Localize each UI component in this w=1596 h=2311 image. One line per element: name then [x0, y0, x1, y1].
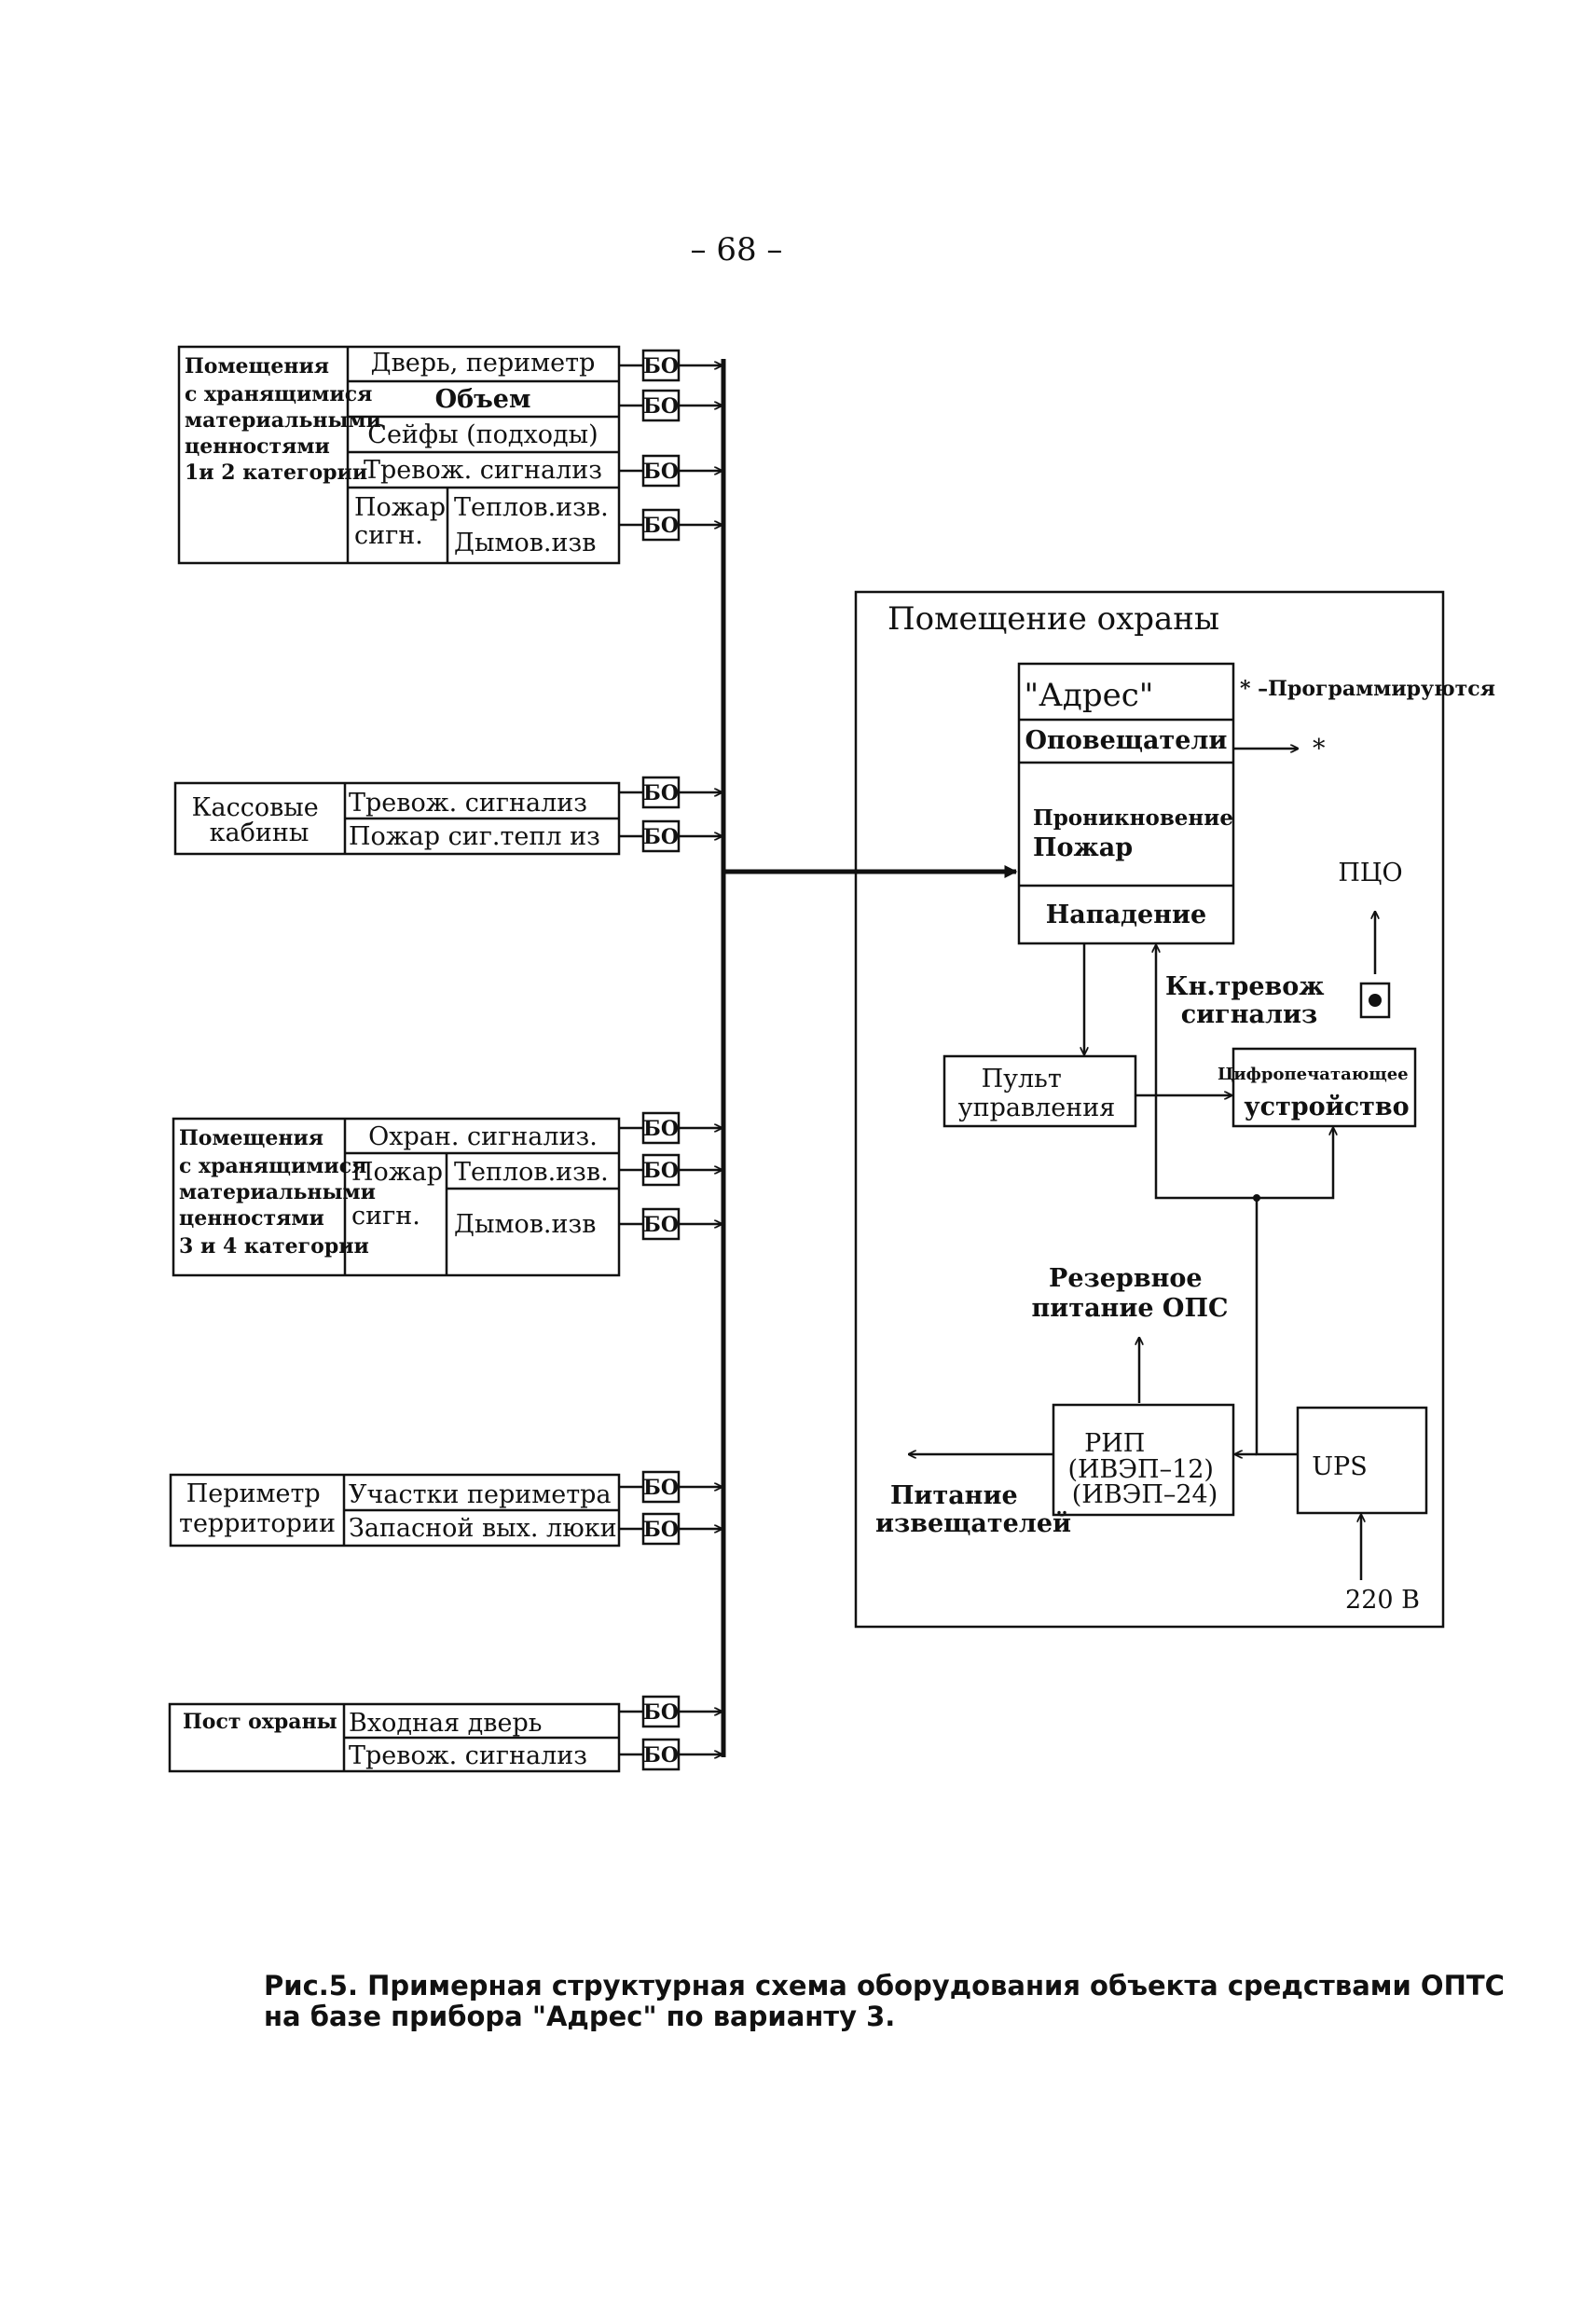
power-to-adres-line: [1156, 945, 1257, 1200]
g1-fire-signal-label: Пожар сигн.: [354, 493, 454, 550]
group-cash-booths: Кассовые кабины Тревож. сигнализ Пожар с…: [173, 781, 621, 856]
ups-block: [1296, 1406, 1428, 1515]
group-1-frame: [177, 345, 621, 565]
bo-label: БО: [643, 1743, 679, 1768]
g5-row-entrance-door: Входная дверь: [349, 1709, 542, 1738]
group-1-title: Помещения с хранящимися материальными це…: [185, 354, 389, 485]
g1-row-door-perimeter: Дверь, периметр: [371, 349, 596, 378]
g2-row-fire-heat: Пожар сиг.тепл из: [349, 822, 600, 851]
ups-label: UPS: [1312, 1452, 1367, 1481]
g4-row-perimeter-sections: Участки периметра: [349, 1480, 612, 1509]
bo-block: БО: [619, 349, 722, 382]
programmable-note: * –Программируются: [1240, 677, 1495, 701]
bo-label: БО: [643, 825, 679, 849]
bo-blocks: БО БО БО БО БО БО БО БО БО БО БО БО БО: [619, 349, 722, 1771]
adres-notifiers-section: Оповещатели: [1025, 726, 1228, 755]
power-to-printer-line: [1257, 1128, 1333, 1200]
bo-block: БО: [619, 389, 722, 422]
bo-label: БО: [643, 514, 679, 538]
pco-label: ПЦО: [1338, 859, 1402, 887]
bo-block: БО: [619, 454, 722, 488]
alarm-button-label: Кн.тревож сигнализ: [1165, 972, 1333, 1029]
adres-device-name: "Адрес": [1025, 677, 1154, 714]
g4-row-emergency-exits: Запасной вых. люки: [349, 1514, 617, 1543]
g3-heat-detector: Теплов.изв.: [454, 1158, 609, 1187]
bo-block: БО: [619, 1695, 722, 1728]
detector-power-label: Питание извещателей: [875, 1481, 1071, 1538]
control-panel-block: [942, 1054, 1137, 1128]
g3-smoke-detector: Дымов.изв: [454, 1210, 596, 1239]
bo-block: БО: [619, 1153, 722, 1187]
g1-row-volume: Объем: [435, 385, 531, 414]
group-3-title: Помещения с хранящимися материальными це…: [179, 1126, 383, 1259]
adres-intrusion-fire-section: Проникновение Пожар: [1033, 803, 1242, 862]
figure-caption: Рис.5. Примерная структурная схема обору…: [264, 1970, 1514, 2032]
bo-block: БО: [619, 1738, 722, 1771]
guard-room-frame: [854, 590, 1445, 1629]
bo-block: БО: [619, 508, 722, 542]
adres-device-block: [1017, 662, 1235, 945]
g1-smoke-detector: Дымов.изв: [454, 529, 596, 557]
group-guard-post: Пост охраны Входная дверь Тревож. сигнал…: [168, 1702, 621, 1773]
bo-block: БО: [619, 776, 722, 809]
g1-row-alarm: Тревож. сигнализ: [364, 456, 602, 485]
group-premises-cat-1-2: Помещения с хранящимися материальными це…: [177, 345, 621, 565]
rip-label: РИП (ИВЭП–12) (ИВЭП–24): [1067, 1429, 1221, 1509]
g3-row-security-alarm: Охран. сигнализ.: [368, 1122, 598, 1151]
group-2-title: Кассовые кабины: [192, 793, 327, 847]
g3-fire-signal-label: Пожар сигн.: [351, 1158, 451, 1231]
bo-label: БО: [643, 1476, 679, 1500]
adres-attack-section: Нападение: [1046, 901, 1206, 929]
bo-label: БО: [643, 1700, 679, 1725]
group-territory-perimeter: Периметр территории Участки периметра За…: [169, 1473, 621, 1548]
guard-room-title: Помещение охраны: [887, 600, 1219, 638]
bo-label: БО: [643, 781, 679, 805]
control-panel-label: Пульт управления: [958, 1065, 1116, 1122]
rip-block: [1052, 1403, 1235, 1517]
bo-block: БО: [619, 1470, 722, 1504]
group-4-title: Периметр территории: [179, 1479, 336, 1538]
notifiers-asterisk: *: [1313, 735, 1326, 763]
bo-label: БО: [643, 1159, 679, 1183]
reserve-power-label: Резервное питание ОПС: [1032, 1264, 1229, 1323]
page-number: – 68 –: [691, 231, 783, 268]
group-3-frame: [172, 1117, 621, 1277]
printer-block: [1231, 1047, 1417, 1128]
group-premises-cat-3-4: Помещения с хранящимися материальными це…: [172, 1117, 621, 1277]
guard-room: Помещение охраны "Адрес" Оповещатели Про…: [854, 590, 1495, 1629]
bo-label: БО: [643, 1518, 679, 1542]
bo-label: БО: [643, 1117, 679, 1141]
bo-label: БО: [643, 1213, 679, 1237]
mains-label: 220 В: [1345, 1586, 1420, 1615]
alarm-button-icon: [1369, 994, 1382, 1007]
printer-label: Цифропечатающее устройство: [1218, 1057, 1417, 1121]
bo-block: БО: [619, 1512, 722, 1546]
g5-row-alarm: Тревож. сигнализ: [349, 1741, 587, 1770]
bo-label: БО: [643, 460, 679, 484]
g1-heat-detector: Теплов.изв.: [454, 493, 609, 522]
bo-block: БО: [619, 1111, 722, 1145]
bo-label: БО: [643, 394, 679, 419]
bo-label: БО: [643, 354, 679, 378]
g1-row-safes: Сейфы (подходы): [367, 420, 598, 449]
bo-block: БО: [619, 1207, 722, 1241]
ups-to-power-bus-line: [1255, 1198, 1298, 1456]
bo-block: БО: [619, 819, 722, 853]
alarm-button-box: [1359, 982, 1391, 1019]
g2-row-alarm: Тревож. сигнализ: [349, 789, 587, 818]
group-5-title: Пост охраны: [183, 1710, 337, 1734]
